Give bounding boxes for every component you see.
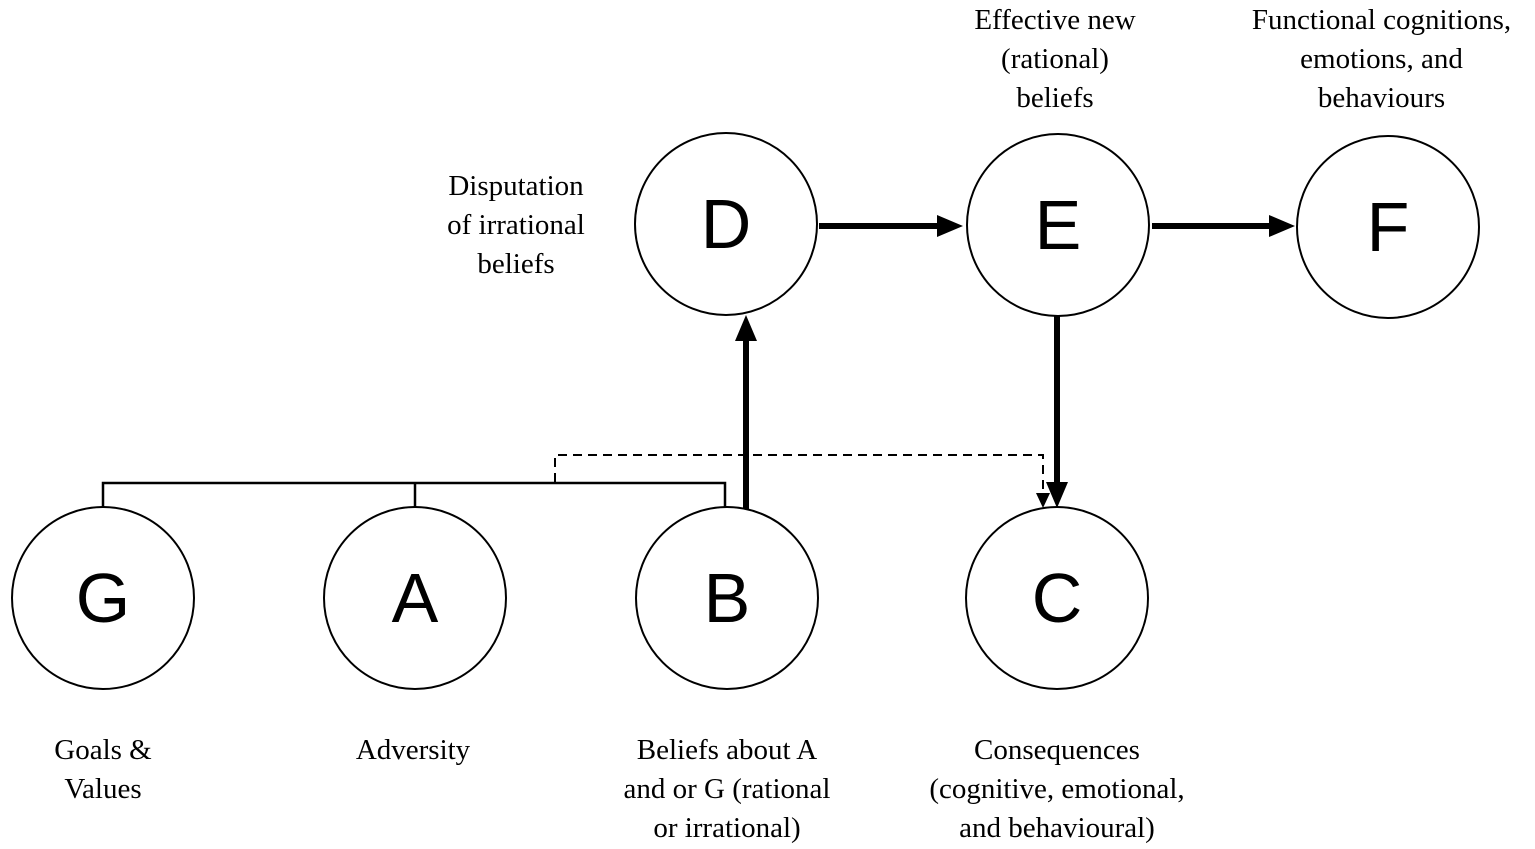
node-e: E <box>966 133 1150 317</box>
label-beliefs: Beliefs about A and or G (rational or ir… <box>623 734 831 844</box>
node-c-letter: C <box>1031 559 1083 637</box>
arrow-b-to-d <box>735 315 757 509</box>
node-f-letter: F <box>1366 188 1410 266</box>
label-goals-values: Goals & Values <box>54 734 152 805</box>
dashed-arrow-b-to-c <box>554 454 1050 508</box>
node-f: F <box>1296 135 1480 319</box>
node-c: C <box>965 506 1149 690</box>
label-adversity: Adversity <box>355 734 471 766</box>
arrow-e-to-f <box>1152 215 1295 237</box>
node-b: B <box>635 506 819 690</box>
node-g-letter: G <box>75 559 131 637</box>
arrow-e-to-c <box>1046 315 1068 508</box>
label-functional-cognitions: Functional cognitions, emotions, and beh… <box>1251 4 1512 114</box>
node-e-letter: E <box>1034 186 1082 264</box>
node-d: D <box>634 132 818 316</box>
node-d-letter: D <box>700 185 752 263</box>
label-disputation: Disputation of irrational beliefs <box>447 170 585 280</box>
node-a-letter: A <box>391 559 439 637</box>
label-effective-new-beliefs: Effective new (rational) beliefs <box>974 4 1136 114</box>
node-g: G <box>11 506 195 690</box>
label-consequences: Consequences (cognitive, emotional, and … <box>929 734 1185 844</box>
arrow-d-to-e <box>819 215 963 237</box>
node-a: A <box>323 506 507 690</box>
bracket-line-g-a-b <box>101 481 727 509</box>
node-b-letter: B <box>703 559 751 637</box>
